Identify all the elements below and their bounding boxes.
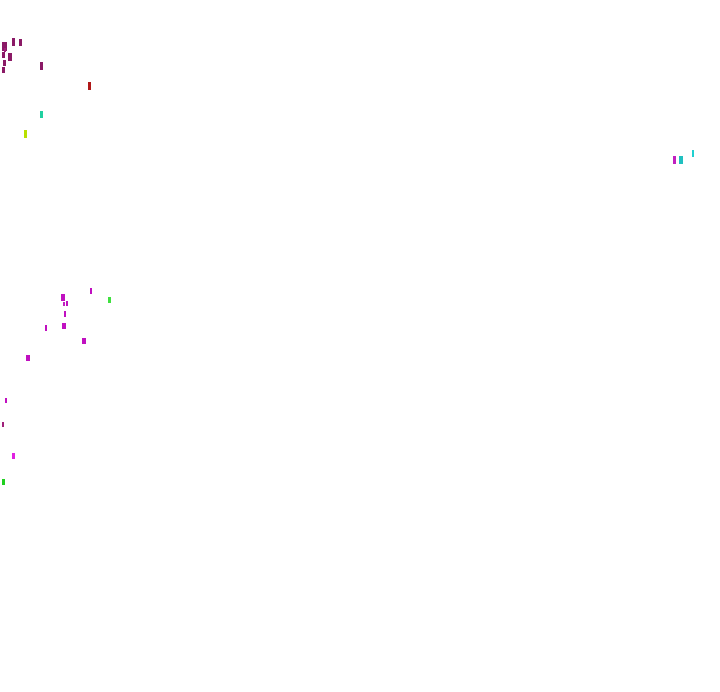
mark bbox=[66, 301, 68, 306]
mark bbox=[5, 398, 7, 403]
mark bbox=[24, 130, 27, 138]
mark bbox=[40, 111, 43, 118]
mark bbox=[12, 453, 15, 459]
mark bbox=[90, 288, 92, 294]
mark bbox=[82, 338, 86, 344]
mark bbox=[692, 150, 694, 157]
mark bbox=[63, 302, 65, 306]
mark bbox=[61, 294, 65, 301]
mark bbox=[64, 311, 66, 317]
mark bbox=[2, 42, 7, 51]
mark bbox=[2, 422, 4, 427]
mark bbox=[673, 156, 676, 164]
mark bbox=[40, 62, 43, 70]
mark bbox=[45, 325, 47, 331]
mark bbox=[2, 52, 5, 58]
mark bbox=[88, 82, 91, 90]
mark bbox=[62, 323, 66, 329]
mark bbox=[4, 48, 6, 52]
mark bbox=[26, 355, 30, 361]
mark bbox=[3, 60, 6, 66]
mark bbox=[12, 38, 15, 46]
mark bbox=[679, 156, 683, 164]
mark bbox=[108, 297, 111, 303]
mark bbox=[2, 67, 5, 73]
mark bbox=[2, 479, 5, 485]
mark bbox=[19, 39, 22, 46]
mark bbox=[8, 53, 12, 61]
